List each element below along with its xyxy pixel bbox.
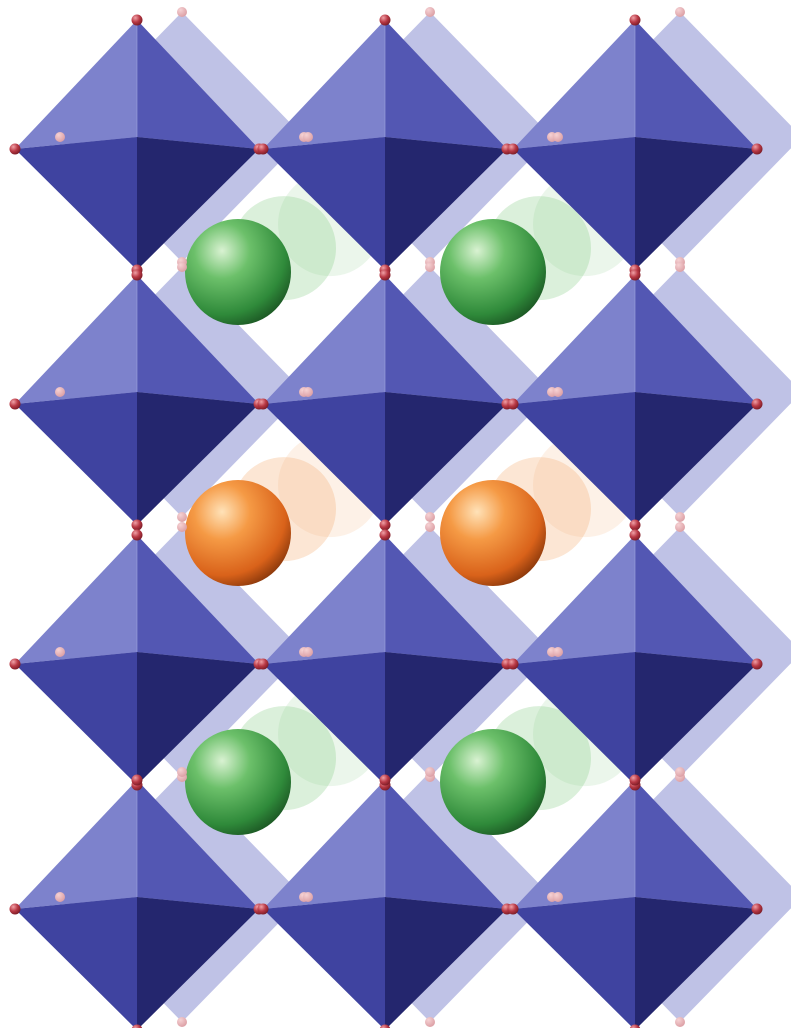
vertex-atom-back <box>177 512 187 522</box>
vertex-atom-back <box>553 647 563 657</box>
vertex-atom-back <box>425 1017 435 1027</box>
vertex-atom-back <box>303 892 313 902</box>
vertex-atom <box>630 520 641 531</box>
vertex-atom <box>132 520 143 531</box>
vertex-atom-back <box>303 387 313 397</box>
vertex-atom <box>10 399 21 410</box>
vertex-atom <box>258 399 269 410</box>
vertex-atom-back <box>177 1017 187 1027</box>
vertex-atom-back <box>675 1017 685 1027</box>
vertex-atom <box>630 530 641 541</box>
cation-atom-0-0 <box>185 219 291 325</box>
vertex-atom-back <box>675 512 685 522</box>
cation-atom-2-0 <box>185 729 291 835</box>
vertex-atom <box>630 15 641 26</box>
cation-atom-1-1 <box>440 480 546 586</box>
vertex-atom-back <box>425 7 435 17</box>
vertex-atom-back <box>553 387 563 397</box>
vertex-atom-back <box>675 262 685 272</box>
vertex-atom-back <box>675 767 685 777</box>
vertex-atom-back <box>425 767 435 777</box>
vertex-atom-back <box>425 262 435 272</box>
vertex-atom-back <box>553 132 563 142</box>
vertex-atom <box>752 659 763 670</box>
vertex-atom-back <box>177 767 187 777</box>
vertex-atom <box>380 520 391 531</box>
vertex-atom <box>258 659 269 670</box>
vertex-atom-back <box>55 647 65 657</box>
vertex-atom <box>380 15 391 26</box>
vertex-atom <box>630 270 641 281</box>
vertex-atom-back <box>675 7 685 17</box>
vertex-atom-back <box>55 387 65 397</box>
vertex-atom <box>508 659 519 670</box>
vertex-atom-back <box>177 262 187 272</box>
vertex-atom-back <box>303 647 313 657</box>
vertex-atom <box>380 530 391 541</box>
vertex-atom <box>508 144 519 155</box>
vertex-atom-back <box>303 132 313 142</box>
vertex-atom <box>258 144 269 155</box>
vertex-atom <box>630 775 641 786</box>
vertex-atom <box>380 775 391 786</box>
vertex-atom <box>10 904 21 915</box>
cation-atom-2-1 <box>440 729 546 835</box>
vertex-atom <box>752 144 763 155</box>
vertex-atom-back <box>675 522 685 532</box>
vertex-atom <box>132 530 143 541</box>
vertex-atom-back <box>55 892 65 902</box>
vertex-atom-back <box>553 892 563 902</box>
vertex-atom <box>508 904 519 915</box>
vertex-atom <box>752 904 763 915</box>
vertex-atom <box>10 659 21 670</box>
vertex-atom <box>752 399 763 410</box>
vertex-atom-back <box>425 522 435 532</box>
vertex-atom <box>10 144 21 155</box>
vertex-atom <box>508 399 519 410</box>
vertex-atom-back <box>55 132 65 142</box>
vertex-atom-back <box>425 512 435 522</box>
cation-atom-0-1 <box>440 219 546 325</box>
vertex-atom-back <box>177 7 187 17</box>
vertex-atom <box>258 904 269 915</box>
vertex-atom <box>132 270 143 281</box>
cation-atom-1-0 <box>185 480 291 586</box>
vertex-atom <box>380 270 391 281</box>
vertex-atom <box>132 775 143 786</box>
vertex-atom <box>132 15 143 26</box>
vertex-atom-back <box>177 522 187 532</box>
